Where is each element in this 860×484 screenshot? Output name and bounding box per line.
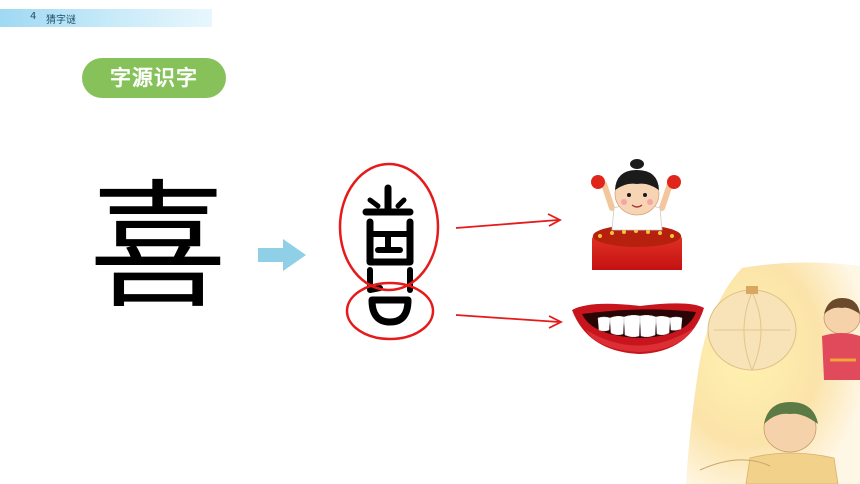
pointer-arrow-bottom: [455, 314, 564, 329]
lesson-title: 猜字谜: [46, 15, 76, 26]
right-arrow-icon: [258, 239, 306, 271]
bottom-circle-outline: [345, 281, 435, 341]
lesson-number: 4: [30, 11, 37, 22]
top-circle-outline: [338, 162, 440, 292]
ancient-character-glyph: [362, 184, 414, 326]
smiling-mouth-illustration: [572, 303, 704, 354]
pointer-arrow-top: [455, 213, 562, 229]
section-label: 字源识字: [82, 58, 226, 98]
drumming-child-illustration: [591, 159, 682, 270]
lantern-children-illustration: [686, 262, 860, 484]
main-character: 喜: [88, 167, 227, 328]
header-bar: 4 猜字谜: [0, 9, 212, 27]
